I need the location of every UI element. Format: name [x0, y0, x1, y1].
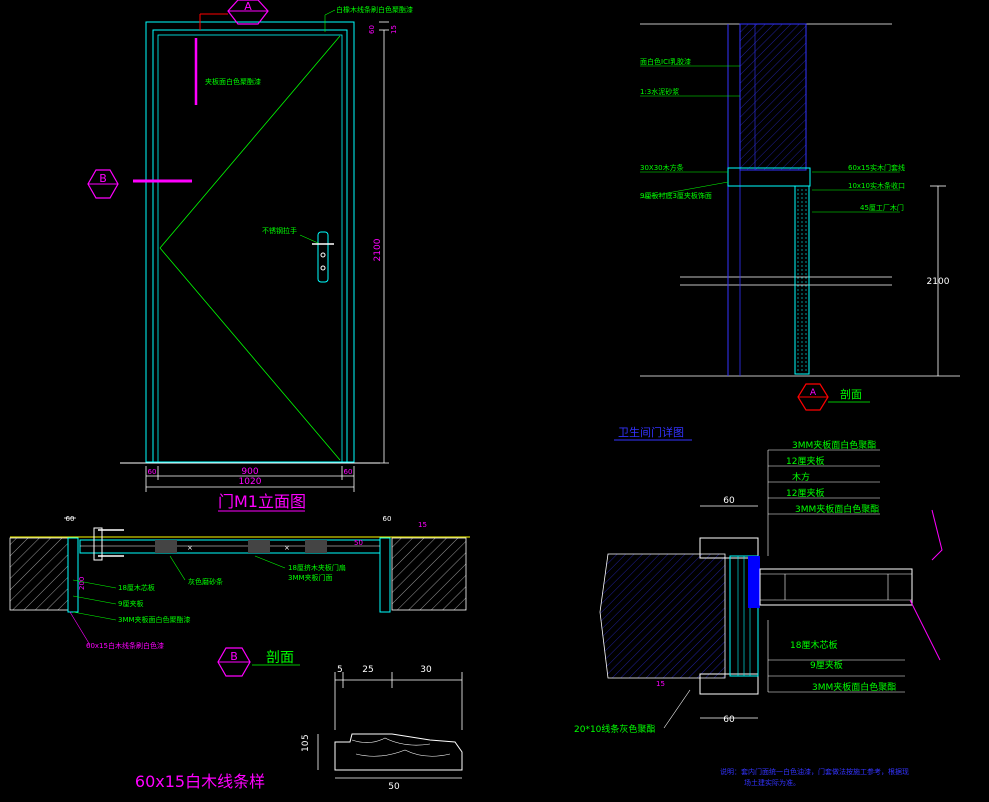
plan-note-1: 9厘夹板 [118, 599, 143, 608]
plan-grid-bubble-b: B [217, 647, 251, 677]
vsec-note-left-1: 1:3水泥砂浆 [640, 87, 679, 96]
bathroom-door-detail: 卫生间门详图 60 60 15 3MM夹板面白色聚酯 12厘夹板 [574, 425, 943, 787]
vsec-note-left-2: 30X30木方条 [640, 163, 684, 172]
plan-note-2: 3MM夹板面白色聚酯漆 [118, 615, 191, 624]
detail-bottom-note-2: 3MM夹板面白色聚酯 [812, 681, 896, 693]
plan-section: × × 60 60 15 50 200 18厘木芯板 9厘夹板 3MM夹板面白色… [9, 515, 470, 677]
side-dim-left: 60 [148, 468, 157, 476]
detail-top-note-2: 木方 [792, 471, 810, 483]
detail-bottom-note-1: 9厘夹板 [810, 659, 843, 671]
plan-section-label: 剖面 [266, 650, 294, 666]
plan-mid-note-1: 18厘挤木夹板门扇 [288, 563, 346, 572]
vsec-grid-a-label: A [810, 388, 817, 398]
moulding-dim-5: 5 [337, 665, 343, 675]
plan-dim-60-right: 60 [383, 515, 392, 523]
vsec-note-right-2: 45厘工厂木门 [860, 203, 904, 212]
plan-dim-50: 50 [354, 539, 363, 547]
plan-dim-15: 15 [418, 521, 427, 529]
plan-mid-note-2: 3MM夹板门面 [288, 573, 333, 582]
detail-dim-top: 60 [723, 496, 735, 506]
detail-title: 卫生间门详图 [618, 425, 684, 439]
detail-footnote-1: 说明：套内门面统一白色油漆，门套做法按施工参考，根据现 [720, 767, 909, 776]
panel-note: 夹板面白色聚酯漆 [205, 77, 261, 86]
plan-handle-icon [93, 527, 124, 561]
moulding-dim-30: 30 [420, 665, 432, 675]
handle-note: 不锈钢拉手 [262, 226, 297, 235]
grid-bubble-a: A [199, 0, 269, 30]
top-note: 白橡木线条刷白色聚酯漆 [336, 5, 413, 14]
height-dim: 2100 [373, 238, 383, 261]
elevation-title: 门M1立面图 [218, 492, 306, 511]
plan-dim-60-left: 60 [66, 515, 75, 523]
moulding-dim-25: 25 [362, 665, 373, 675]
detail-footnote-2: 场土建实际为准。 [744, 778, 800, 787]
detail-top-note-4: 3MM夹板面白色聚酯 [795, 503, 879, 515]
vsec-note-right-1: 10x10实木条收口 [848, 181, 905, 190]
vsec-note-left-3: 9厘板衬底3厘夹板饰面 [640, 191, 712, 200]
vertical-section: 面白色ICI乳胶漆 1:3水泥砂浆 30X30木方条 9厘板衬底3厘夹板饰面 6… [639, 23, 960, 411]
moulding-title: 60x15白木线条样 [135, 772, 265, 791]
detail-top-note-1: 12厘夹板 [786, 455, 824, 467]
moulding-dim-5b: 5 [301, 734, 311, 740]
moulding-dim-50: 50 [388, 782, 400, 792]
detail-bottom-note-0: 18厘木芯板 [790, 639, 837, 651]
total-width-dim: 1020 [239, 477, 262, 487]
top-dim-2: 15 [390, 25, 398, 34]
plan-dim-200: 200 [78, 577, 86, 590]
plan-note-0: 18厘木芯板 [118, 583, 155, 592]
door-handle-icon [312, 231, 334, 283]
grid-b-label: B [99, 172, 107, 185]
detail-top-note-3: 12厘夹板 [786, 487, 824, 499]
door-elevation: A B 白橡木线条刷白色聚酯漆 夹板面白色聚酯漆 不锈钢拉手 2100 60 1… [87, 0, 413, 512]
top-dim-1: 60 [368, 25, 376, 34]
detail-dim-bottom: 60 [723, 715, 735, 725]
vsec-grid-bubble-a: A [797, 383, 829, 411]
svg-text:×: × [187, 544, 193, 552]
moulding-profile: 5 25 30 10 5 50 60x15白木线条样 [135, 665, 463, 792]
detail-left-note: 20*10线条灰色聚酯 [574, 723, 655, 735]
vsec-note-left-0: 面白色ICI乳胶漆 [640, 57, 691, 66]
width-dim: 900 [241, 467, 258, 477]
side-dim-right: 60 [344, 468, 353, 476]
detail-dim-15: 15 [656, 680, 665, 688]
grid-bubble-b: B [87, 169, 119, 199]
plan-mid-note-0: 灰色磨砂条 [188, 577, 223, 586]
vsec-label: 剖面 [840, 387, 862, 401]
vsec-height-dim: 2100 [927, 277, 950, 287]
moulding-dim-10: 10 [301, 740, 311, 752]
svg-text:×: × [284, 544, 290, 552]
plan-note-3: 60x15白木线条刷白色漆 [86, 641, 164, 650]
plan-grid-b-label: B [230, 650, 238, 663]
vsec-note-right-0: 60x15实木门套线 [848, 163, 905, 172]
detail-top-note-0: 3MM夹板面白色聚酯 [792, 439, 876, 451]
grid-a-label: A [244, 0, 252, 13]
